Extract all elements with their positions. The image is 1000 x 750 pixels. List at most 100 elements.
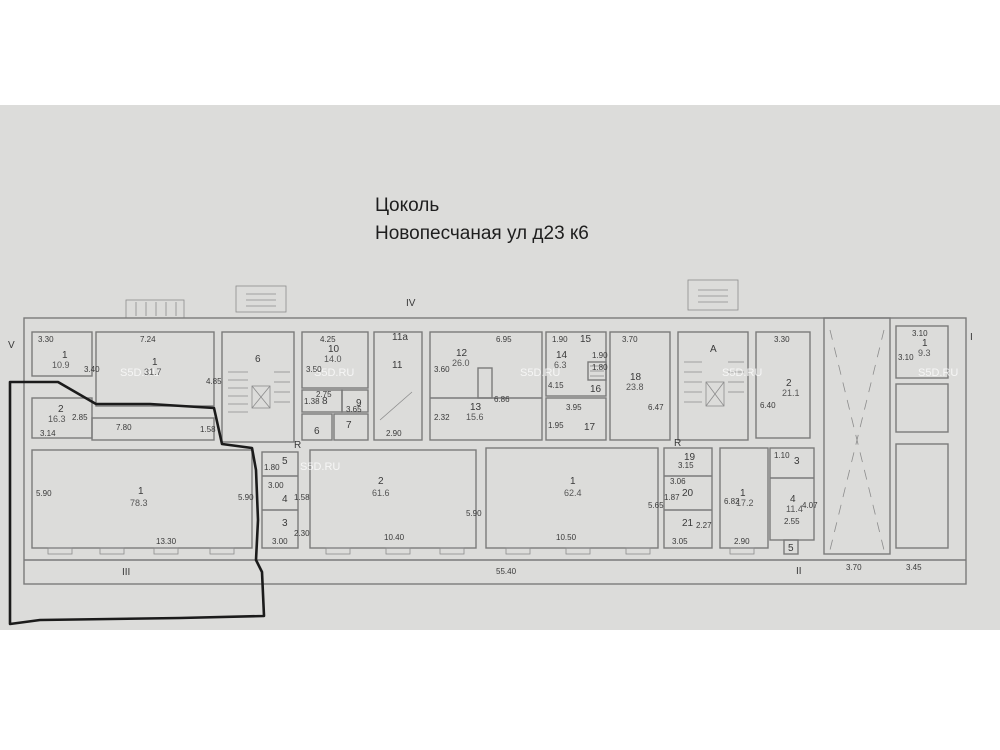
dimension-label: 3.60 (434, 365, 450, 374)
dimension-label: 1.90 (592, 351, 608, 360)
dimension-label: 2.90 (734, 537, 750, 546)
watermark: S5D.RU (300, 461, 340, 473)
room-area: 21.1 (782, 388, 800, 398)
dimension-label: 2.27 (696, 521, 712, 530)
room-r12 (429, 331, 543, 441)
watermark: S5D.RU (120, 367, 160, 379)
dimension-label: 3.00 (272, 537, 288, 546)
dimension-label: 13.30 (156, 537, 177, 546)
window-marks (47, 547, 755, 555)
room-number: 1 (152, 357, 158, 368)
stair-flight-a (684, 361, 744, 407)
room-number: 3 (794, 456, 800, 467)
dimension-label: 3.14 (40, 429, 56, 438)
room-r10 (301, 331, 369, 389)
room-number: 4 (790, 494, 796, 505)
dimension-label: 3.00 (268, 481, 284, 490)
room-number: 14 (556, 350, 568, 361)
dimension-label: 6.95 (496, 335, 512, 344)
room-area: 61.6 (372, 488, 390, 498)
stair-housing-mid (235, 285, 287, 313)
dimension-label: 3.10 (912, 329, 928, 338)
building-outline (23, 317, 967, 585)
plan-title-address: Новопесчаная ул д23 к6 (375, 223, 589, 244)
room-r1d (31, 449, 253, 549)
room-area: 31.7 (144, 367, 162, 377)
dimension-label: 6.86 (494, 395, 510, 404)
room-r3-5 (261, 451, 299, 549)
dimension-label: 1.58 (294, 493, 310, 502)
dimension-label: 1.80 (264, 463, 280, 472)
room-number: 1 (922, 338, 928, 349)
plan-title-floor: Цоколь (375, 195, 440, 216)
dimension-label: 5.90 (238, 493, 254, 502)
room-number: 19 (684, 452, 696, 463)
room-area: 15.6 (466, 412, 484, 422)
room-r17 (545, 397, 607, 441)
room-number: 16 (590, 384, 602, 395)
dimension-label: 1.90 (552, 335, 568, 344)
room-number: 6 (255, 354, 261, 365)
room-area: 17.2 (736, 498, 754, 508)
dimension-label: 1.87 (664, 493, 680, 502)
room-r1a (31, 331, 93, 377)
axis-left: V (8, 340, 15, 351)
room-number: 3 (282, 518, 288, 529)
dimension-label: 6.40 (760, 401, 776, 410)
room-number: 1 (138, 486, 144, 497)
watermark: S5D.RU (722, 367, 762, 379)
dimension-label: 1.38 (304, 397, 320, 406)
drawing-sheet (0, 105, 1000, 630)
room-area: 23.8 (626, 382, 644, 392)
plan-title: Цоколь Новопесчаная ул д23 к6 (375, 192, 589, 248)
shaft-cross (829, 329, 885, 551)
room-r6 (221, 331, 295, 443)
room-number: 10 (328, 344, 340, 355)
room-number: 17 (584, 422, 596, 433)
dimension-label: 3.10 (898, 353, 914, 362)
dimension-label: 6.82 (724, 497, 740, 506)
dimension-label: 55.40 (496, 567, 517, 576)
room-area: 10.9 (52, 360, 70, 370)
room-area: 6.3 (554, 360, 567, 370)
room-r1b (95, 331, 215, 407)
dimension-label: 7.24 (140, 335, 156, 344)
room-r2b (755, 331, 811, 439)
room-number: 5 (282, 456, 288, 467)
room-number: 11а (392, 332, 408, 343)
dimension-label: 2.90 (386, 429, 402, 438)
dimension-label: 4.25 (320, 335, 336, 344)
watermark: S5D.RU (520, 367, 560, 379)
axis-marker-r: R (674, 438, 681, 449)
dimension-label: 3.30 (774, 335, 790, 344)
dimension-label: 6.47 (648, 403, 664, 412)
room-number: 13 (470, 402, 482, 413)
shaft (823, 317, 891, 555)
dimension-label: 3.70 (622, 335, 638, 344)
stair-housing-left (125, 299, 185, 319)
dimension-label: 3.45 (906, 563, 922, 572)
stair-housing-right (687, 279, 739, 311)
dimension-label: 3.06 (670, 477, 686, 486)
dimension-label: 5.90 (466, 509, 482, 518)
dimension-label: 4.07 (802, 501, 818, 510)
room-area: 16.3 (48, 414, 66, 424)
dimension-label: 4.15 (548, 381, 564, 390)
dimension-label: 1.95 (548, 421, 564, 430)
dimension-label: 1.58 (200, 425, 216, 434)
room-number: 7 (346, 420, 352, 431)
dimension-label: 2.85 (72, 413, 88, 422)
room-number: 2 (786, 378, 792, 389)
room-number: 12 (456, 348, 468, 359)
room-number: 11 (392, 360, 403, 371)
room-r18 (609, 331, 671, 441)
dimension-label: 3.15 (678, 461, 694, 470)
room-number: 1 (570, 476, 576, 487)
room-r19-21 (663, 447, 713, 549)
dimension-label: 10.50 (556, 533, 577, 542)
stair-a (677, 331, 749, 441)
room-number: 15 (580, 334, 592, 345)
axis-bottom-right: II (796, 566, 802, 577)
